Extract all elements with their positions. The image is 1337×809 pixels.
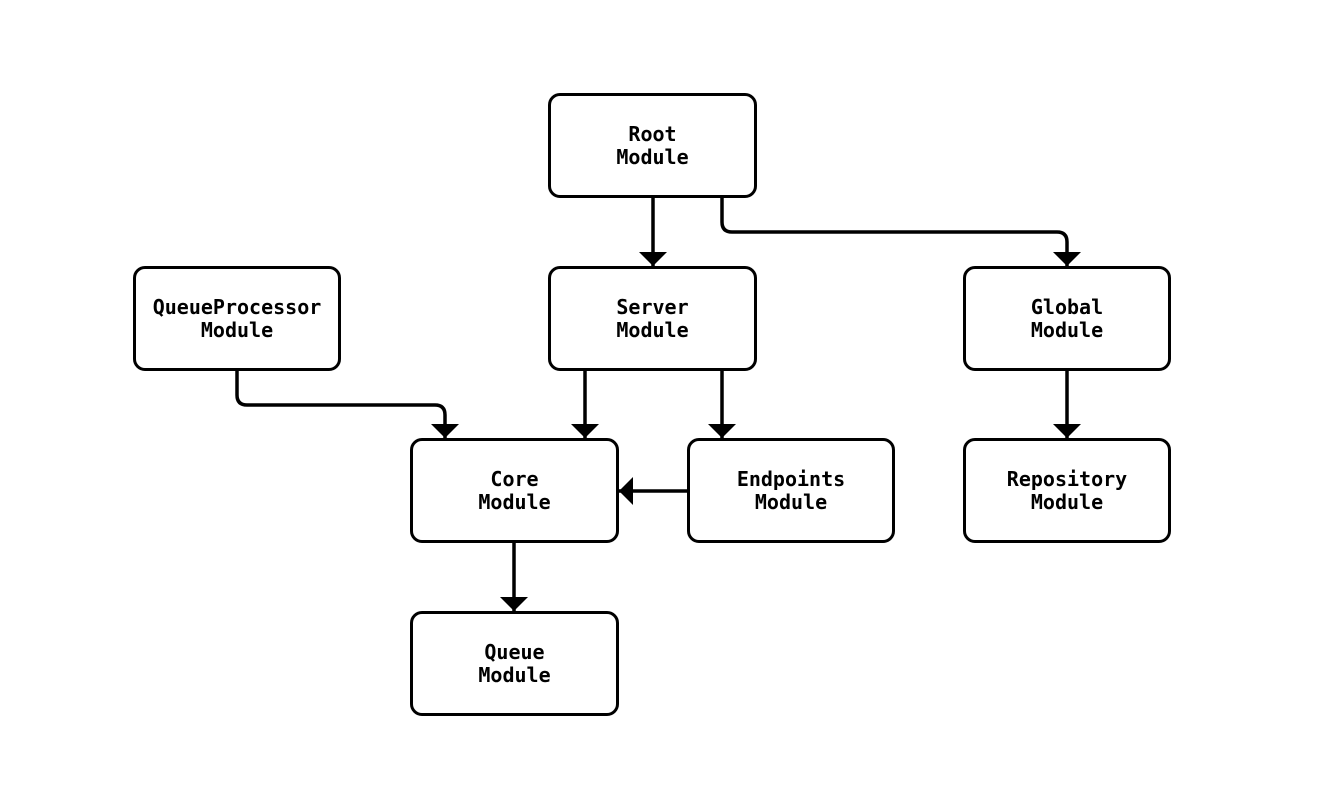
node-queueprocessor-module: QueueProcessor Module: [133, 266, 341, 371]
edge-root-to-global: [720, 198, 1081, 266]
node-label: Core Module: [478, 466, 551, 514]
node-queue-module: Queue Module: [410, 611, 619, 716]
node-label: Endpoints Module: [736, 466, 846, 514]
node-label: QueueProcessor Module: [152, 294, 322, 342]
node-global-module: Global Module: [963, 266, 1171, 371]
node-label: Repository Module: [1006, 466, 1128, 514]
node-server-module: Server Module: [548, 266, 757, 371]
node-repository-module: Repository Module: [963, 438, 1171, 543]
node-label: Root Module: [616, 121, 689, 169]
node-root-module: Root Module: [548, 93, 757, 198]
node-endpoints-module: Endpoints Module: [687, 438, 895, 543]
node-label: Global Module: [1030, 294, 1104, 342]
node-label: Queue Module: [478, 639, 551, 687]
edge-queueprocessor-to-core: [235, 371, 459, 438]
node-core-module: Core Module: [410, 438, 619, 543]
node-label: Server Module: [616, 294, 689, 342]
